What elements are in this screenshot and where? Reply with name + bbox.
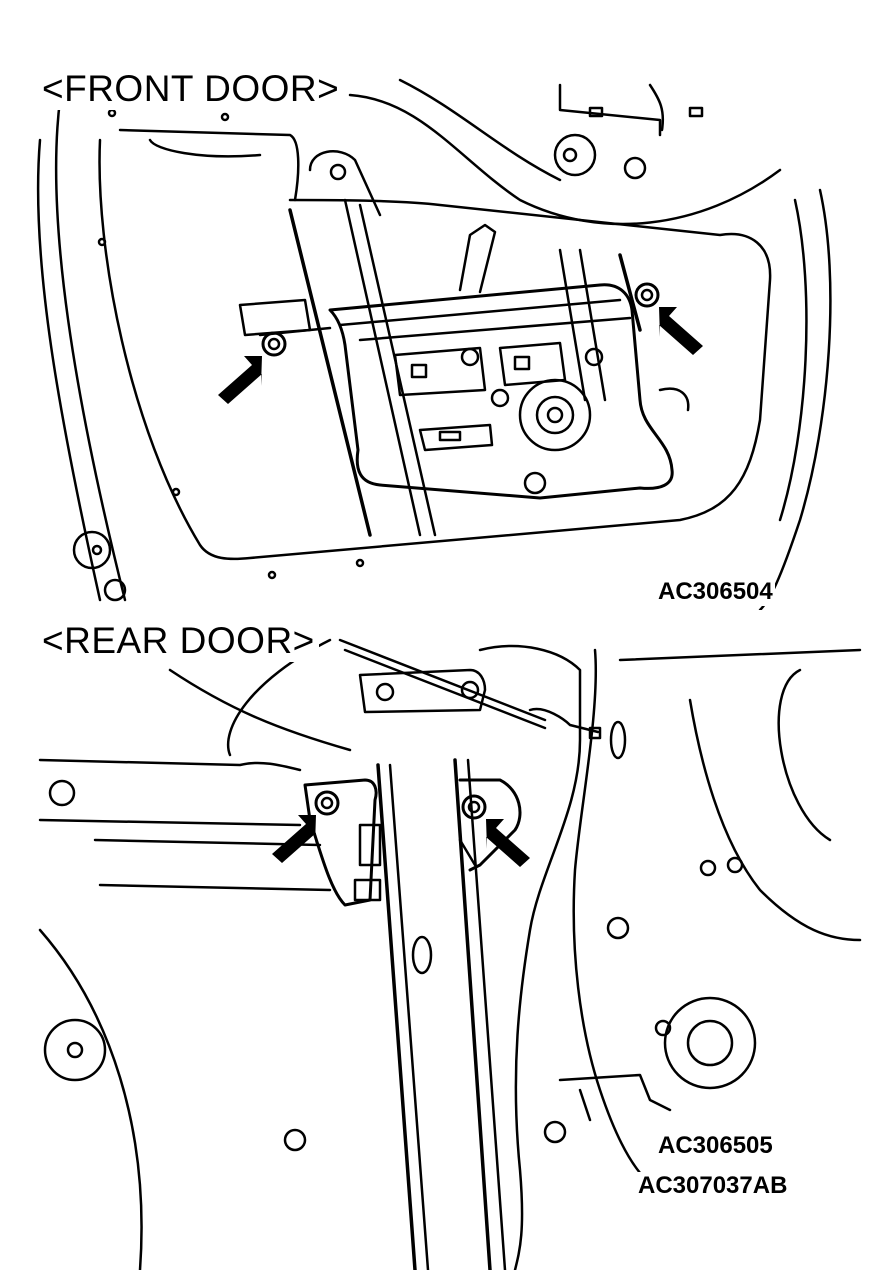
front-door-panel: <FRONT DOOR> AC306504 [0, 0, 870, 610]
rear-bolt-right [461, 794, 487, 820]
front-bolt-right [634, 282, 660, 308]
rear-door-heading: <REAR DOOR> [38, 620, 319, 662]
rear-regulator-bracket-right [458, 778, 522, 872]
arrow-icon [486, 819, 530, 867]
front-door-heading: <FRONT DOOR> [38, 68, 344, 110]
door-inner-opening [98, 138, 772, 561]
rear-door-illustration [38, 638, 862, 1270]
document-code: AC307037AB [636, 1172, 790, 1200]
window-regulator-motor [328, 283, 674, 500]
rear-figure-code: AC306505 [656, 1132, 775, 1160]
rear-regulator-bracket-left [303, 778, 378, 907]
arrow-icon [659, 307, 703, 355]
arrow-icon [218, 356, 262, 404]
front-door-illustration [36, 78, 832, 610]
front-figure-code: AC306504 [656, 578, 775, 606]
front-bolt-left [261, 331, 287, 357]
rear-bolt-left [314, 790, 340, 816]
arrow-icon [272, 815, 316, 863]
rear-door-panel: <REAR DOOR> AC306505 AC307037AB [0, 610, 870, 1270]
